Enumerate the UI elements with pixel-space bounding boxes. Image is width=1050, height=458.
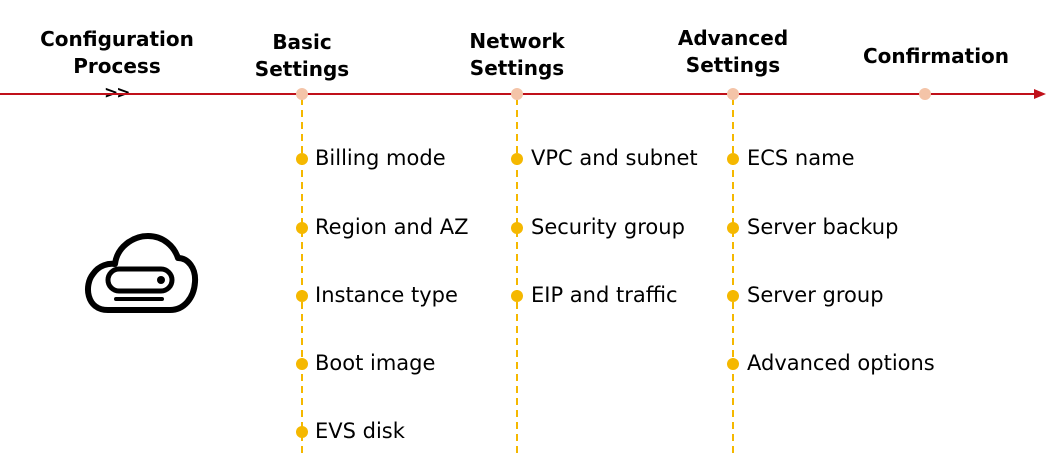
stage-node-network [511,88,523,100]
item-dot [296,290,308,302]
item-eip-and-traffic: EIP and traffic [531,283,678,307]
item-dot [511,222,523,234]
item-evs-disk: EVS disk [315,419,405,443]
item-security-group: Security group [531,215,685,239]
item-dot [511,290,523,302]
cloud-server-icon [84,233,199,313]
stage-title-network-settings: Network Settings [469,29,565,80]
item-server-group: Server group [747,283,884,307]
item-dot [727,290,739,302]
stage-node-advanced [727,88,739,100]
item-instance-type: Instance type [315,283,458,307]
item-dot [511,153,523,165]
item-dot [296,153,308,165]
stage-title-basic-settings: Basic Settings [254,30,350,81]
stage-node-basic [296,88,308,100]
item-dot [296,222,308,234]
timeline-arrowhead [1034,89,1046,99]
item-ecs-name: ECS name [747,146,855,170]
item-dot [727,153,739,165]
stage-node-confirmation [919,88,931,100]
item-boot-image: Boot image [315,351,436,375]
item-dot [296,358,308,370]
item-dot [727,358,739,370]
item-advanced-options: Advanced options [747,351,935,375]
item-vpc-and-subnet: VPC and subnet [531,146,698,170]
stage-title-confirmation: Confirmation [862,44,1010,68]
item-dot [727,222,739,234]
item-billing-mode: Billing mode [315,146,446,170]
configuration-process-label: Configuration Process [40,27,194,78]
item-dot [296,426,308,438]
item-region-and-az: Region and AZ [315,215,469,239]
item-server-backup: Server backup [747,215,899,239]
stage-title-advanced-settings: Advanced Settings [677,26,789,77]
